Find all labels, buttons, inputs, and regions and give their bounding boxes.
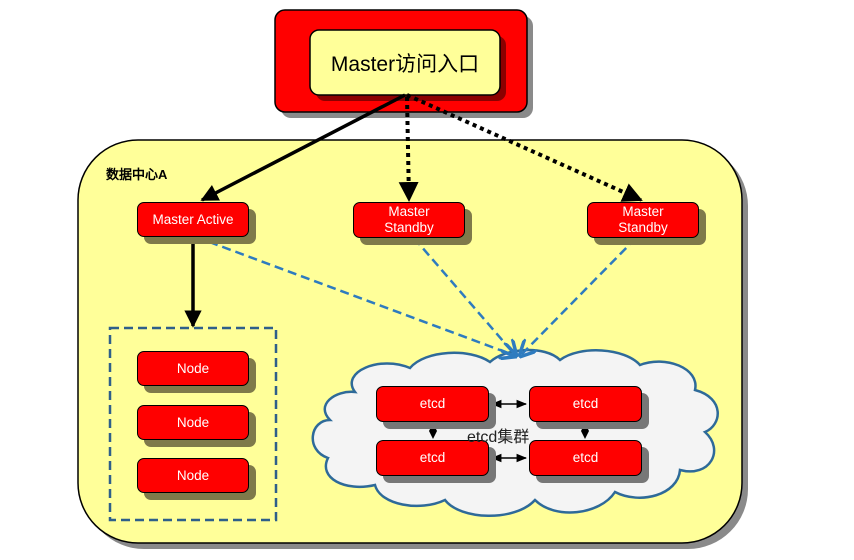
etcd-label: etcd [572,396,599,411]
master-active-label: Master Active [152,211,234,227]
etcd-box[interactable]: etcd [376,440,489,476]
etcd-box[interactable]: etcd [376,386,489,422]
node-box[interactable]: Node [137,405,249,440]
master-standby-1-label-line2: Standby [384,220,434,235]
etcd-cluster-label: etcd集群 [467,429,530,446]
node-group-container [108,326,278,522]
edge-entry-to-master-active [200,93,406,202]
node-box[interactable]: Node [137,458,249,493]
edge-master-active-to-etcd [195,235,516,356]
edge-master-standby-1-to-etcd [413,237,516,356]
diamond-etcd-2-etcd-4 [581,423,589,439]
master-active-box[interactable]: Master Active [137,202,249,237]
node-label: Node [176,414,210,430]
etcd-box[interactable]: etcd [529,386,642,422]
etcd-label: etcd [419,450,446,465]
master-standby-1-label-line1: Master [388,204,430,219]
datacenter-label: 数据中心A [106,167,168,182]
master-standby-2-box[interactable]: Master Standby [587,202,699,238]
node-label: Node [176,467,210,483]
master-standby-2-label-line1: Master [622,204,664,219]
edge-entry-to-master-standby-1 [398,96,419,202]
entry-group [274,9,533,118]
etcd-label: etcd [572,450,599,465]
diamond-etcd-1-etcd-3 [429,423,437,439]
node-box[interactable]: Node [137,351,249,386]
etcd-box[interactable]: etcd [529,440,642,476]
etcd-label: etcd [419,396,446,411]
node-label: Node [176,360,210,376]
entry-label: Master访问入口 [330,52,480,76]
edge-entry-to-master-standby-2 [406,93,643,202]
master-standby-1-box[interactable]: Master Standby [353,202,465,238]
master-standby-2-label-line2: Standby [618,220,668,235]
